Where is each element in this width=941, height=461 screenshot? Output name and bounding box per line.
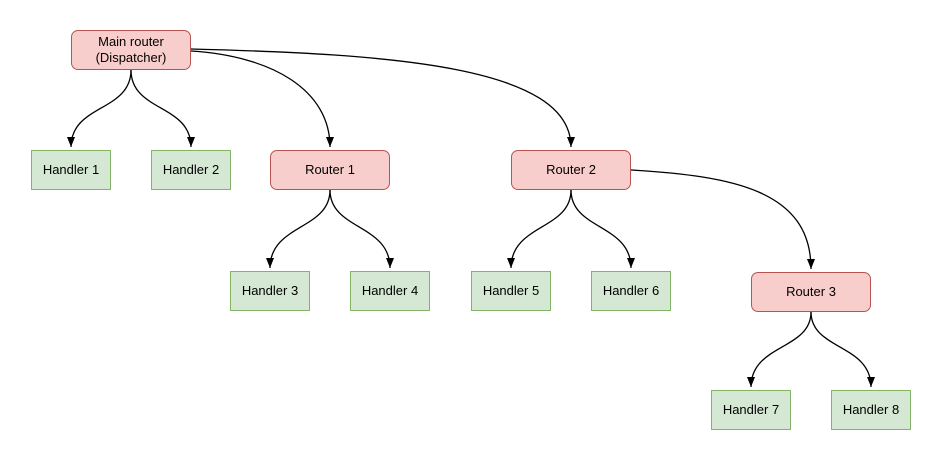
node-handler-7: Handler 7: [711, 390, 791, 430]
node-router-2: Router 2: [511, 150, 631, 190]
edge-router1-to-handler3: [266, 189, 331, 269]
edge-router3-to-handler7: [747, 311, 812, 388]
node-handler-5: Handler 5: [471, 271, 551, 311]
edge-main-router-to-router1: [190, 50, 334, 148]
node-handler-8: Handler 8: [831, 390, 911, 430]
node-router-1: Router 1: [270, 150, 390, 190]
edge-router3-to-handler8: [810, 311, 875, 388]
edge-main-router-to-handler2: [130, 69, 195, 148]
node-handler-1: Handler 1: [31, 150, 111, 190]
edge-main-router-to-router2: [190, 48, 575, 148]
edge-router2-to-handler6: [570, 189, 635, 269]
edge-main-router-to-handler1: [67, 69, 132, 148]
edge-router1-to-handler4: [329, 189, 394, 269]
edge-router2-to-handler5: [507, 189, 572, 269]
node-handler-3: Handler 3: [230, 271, 310, 311]
edge-router2-to-router3: [630, 169, 815, 270]
node-router-3: Router 3: [751, 272, 871, 312]
node-handler-2: Handler 2: [151, 150, 231, 190]
node-handler-4: Handler 4: [350, 271, 430, 311]
node-handler-6: Handler 6: [591, 271, 671, 311]
node-main-router: Main router (Dispatcher): [71, 30, 191, 70]
